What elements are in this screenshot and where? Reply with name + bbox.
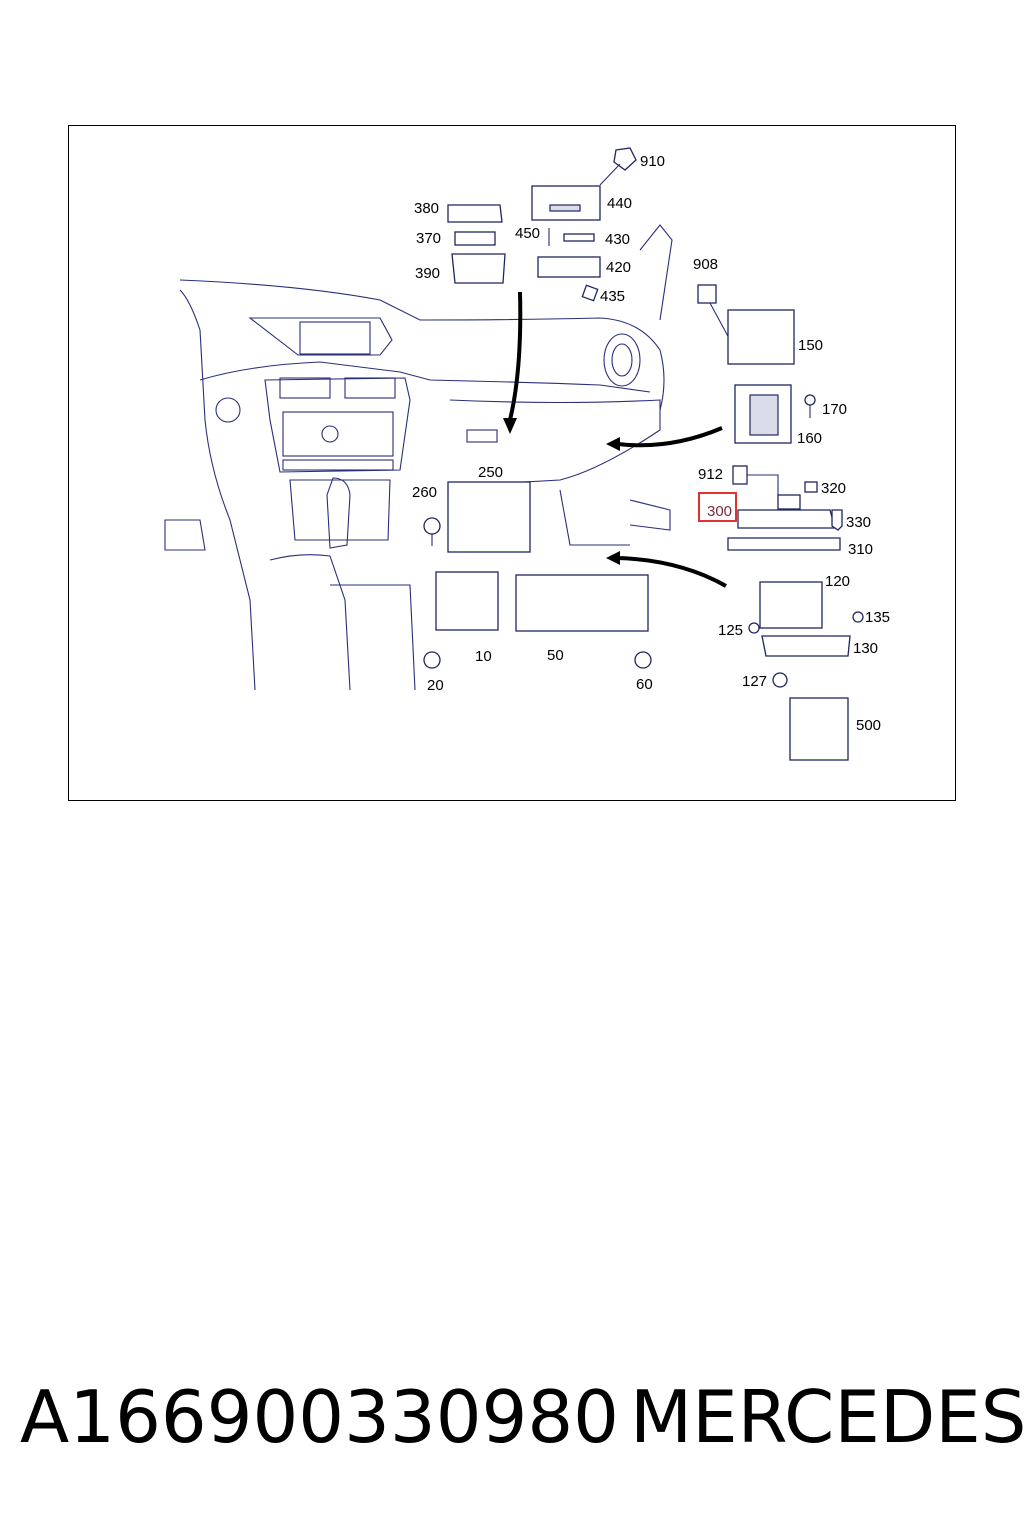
- callout-160: 160: [797, 430, 822, 447]
- right-parts: [697, 284, 864, 761]
- callout-908: 908: [693, 256, 718, 273]
- callout-435: 435: [600, 288, 625, 305]
- callout-310: 310: [848, 541, 873, 558]
- diagram-frame: [68, 125, 956, 801]
- callout-50: 50: [547, 647, 564, 664]
- callout-330: 330: [846, 514, 871, 531]
- callout-390: 390: [415, 265, 440, 282]
- brand-name: MERCEDES: [630, 1375, 1024, 1459]
- callout-250: 250: [478, 464, 503, 481]
- leader-arrows: [503, 291, 727, 588]
- callout-380: 380: [414, 200, 439, 217]
- callout-135: 135: [865, 609, 890, 626]
- callout-60: 60: [636, 676, 653, 693]
- callout-120: 120: [825, 573, 850, 590]
- callout-300: 300: [707, 503, 732, 520]
- highlight-box: [698, 492, 737, 522]
- callout-labels: 910 380 440 370 450 430 390 420 435 908 …: [412, 153, 890, 734]
- callout-500: 500: [856, 717, 881, 734]
- callout-260: 260: [412, 484, 437, 501]
- callout-420: 420: [606, 259, 631, 276]
- callout-127: 127: [742, 673, 767, 690]
- callout-440: 440: [607, 195, 632, 212]
- callout-20: 20: [427, 677, 444, 694]
- callout-320: 320: [821, 480, 846, 497]
- part-caption: A166900330980 MERCEDES: [20, 1375, 1024, 1475]
- callout-450: 450: [515, 225, 540, 242]
- callout-910: 910: [640, 153, 665, 170]
- callout-912: 912: [698, 466, 723, 483]
- dashboard-illustration: [164, 224, 673, 691]
- callout-430: 430: [605, 231, 630, 248]
- part-number: A166900330980: [20, 1375, 619, 1459]
- callout-10: 10: [475, 648, 492, 665]
- callout-130: 130: [853, 640, 878, 657]
- callout-370: 370: [416, 230, 441, 247]
- callout-125: 125: [718, 622, 743, 639]
- callout-150: 150: [798, 337, 823, 354]
- callout-170: 170: [822, 401, 847, 418]
- top-parts: [447, 147, 637, 302]
- lower-parts: [423, 481, 652, 669]
